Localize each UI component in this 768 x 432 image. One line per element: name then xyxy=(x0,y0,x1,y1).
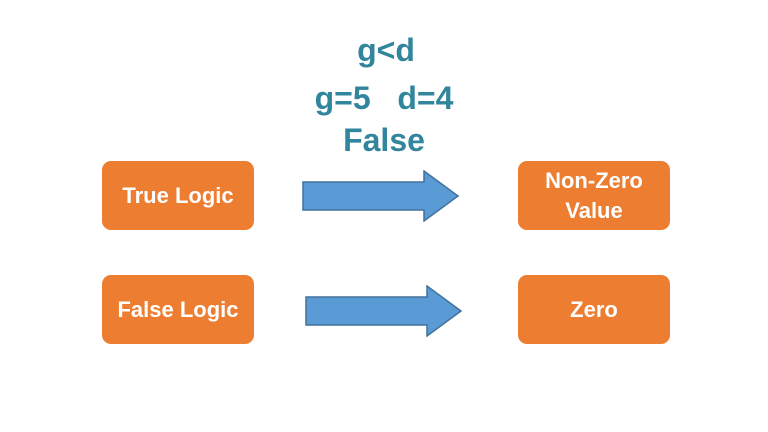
values-text: g=5 d=4 xyxy=(314,80,454,116)
zero-box: Zero xyxy=(518,275,670,344)
zero-label: Zero xyxy=(570,296,618,322)
false-logic-label: False Logic xyxy=(117,296,239,322)
condition-text: g<d xyxy=(357,32,415,68)
right-arrow-icon xyxy=(305,285,463,337)
true-logic-box: True Logic xyxy=(102,161,254,230)
non-zero-value-label: Non-Zero Value xyxy=(545,167,643,223)
non-zero-value-box: Non-Zero Value xyxy=(518,161,670,230)
false-logic-box: False Logic xyxy=(102,275,254,344)
result-text: False xyxy=(343,122,425,158)
right-arrow-icon xyxy=(302,170,460,222)
true-logic-label: True Logic xyxy=(122,182,234,208)
